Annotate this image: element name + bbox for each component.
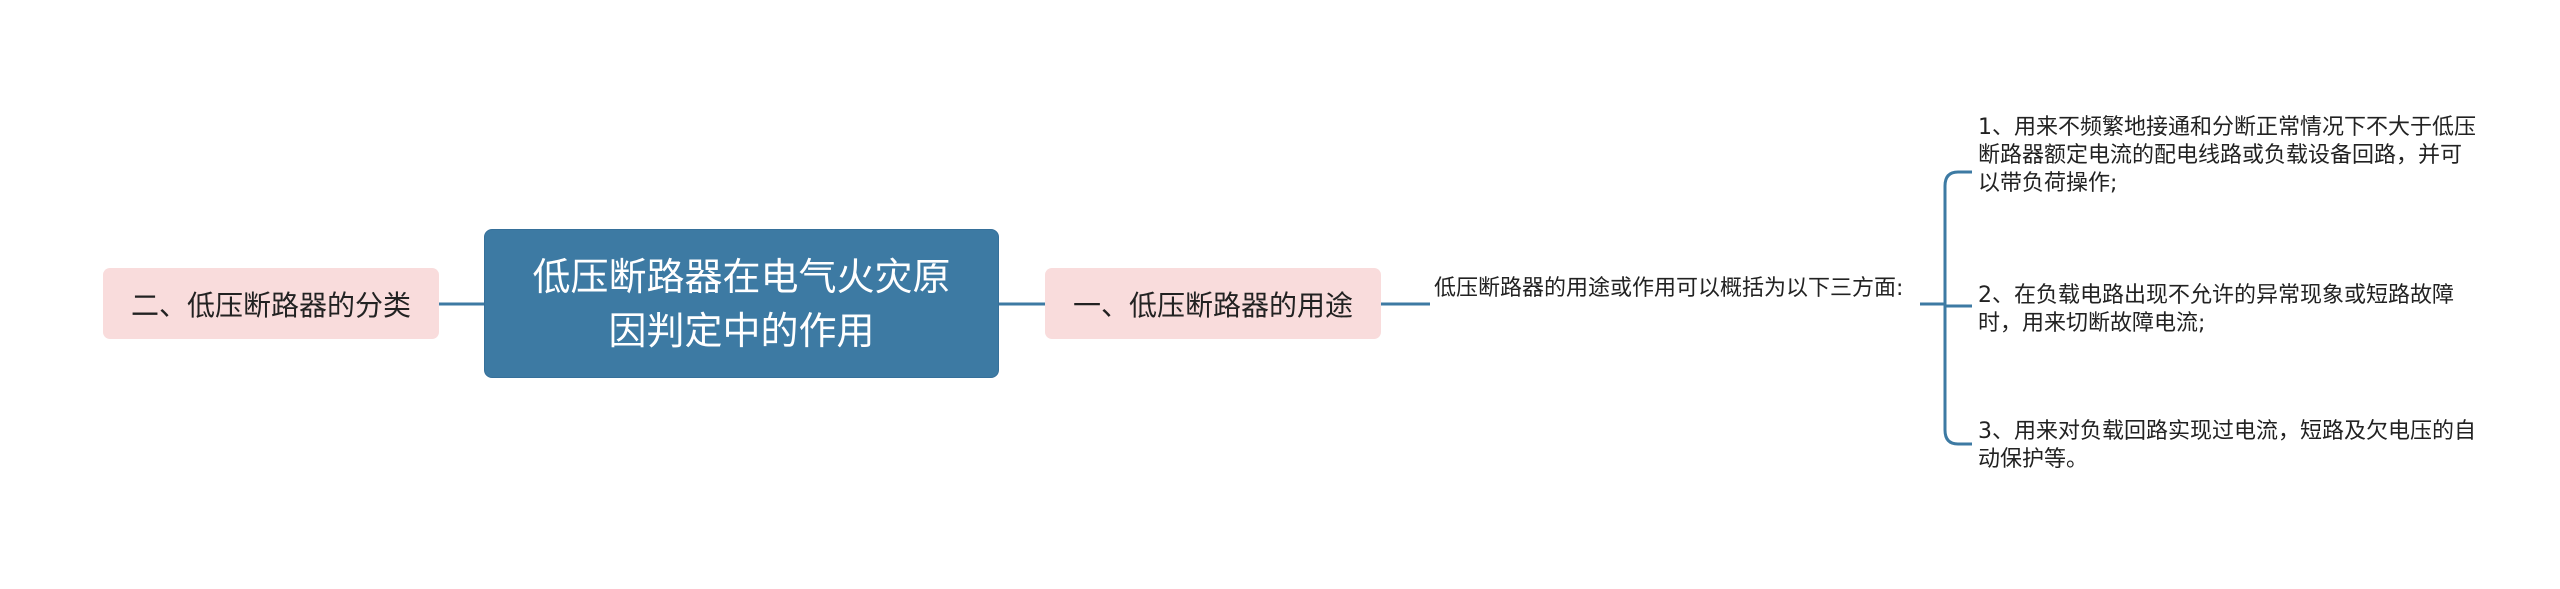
central-topic-label: 低压断路器在电气火灾原因判定中的作用 bbox=[532, 254, 951, 353]
usage-description: 低压断路器的用途或作用可以概括为以下三方面: bbox=[1434, 276, 1904, 301]
usage-item-2: 2、在负载电路出现不允许的异常现象或短路故障时，用来切断故障电流; bbox=[1978, 283, 2454, 336]
usage-item-1: 1、用来不频繁地接通和分断正常情况下不大于低压断路器额定电流的配电线路或负载设备… bbox=[1978, 115, 2476, 196]
bracket-spine bbox=[1943, 170, 1959, 446]
branch-usage[interactable]: 一、低压断路器的用途 bbox=[1045, 268, 1381, 339]
usage-item-3: 3、用来对负载回路实现过电流，短路及欠电压的自动保护等。 bbox=[1978, 419, 2476, 472]
branch-usage-label: 一、低压断路器的用途 bbox=[1072, 288, 1353, 322]
branch-classification[interactable]: 二、低压断路器的分类 bbox=[103, 268, 439, 339]
central-topic[interactable]: 低压断路器在电气火灾原因判定中的作用 bbox=[484, 229, 999, 378]
branch-classification-label: 二、低压断路器的分类 bbox=[130, 288, 411, 322]
